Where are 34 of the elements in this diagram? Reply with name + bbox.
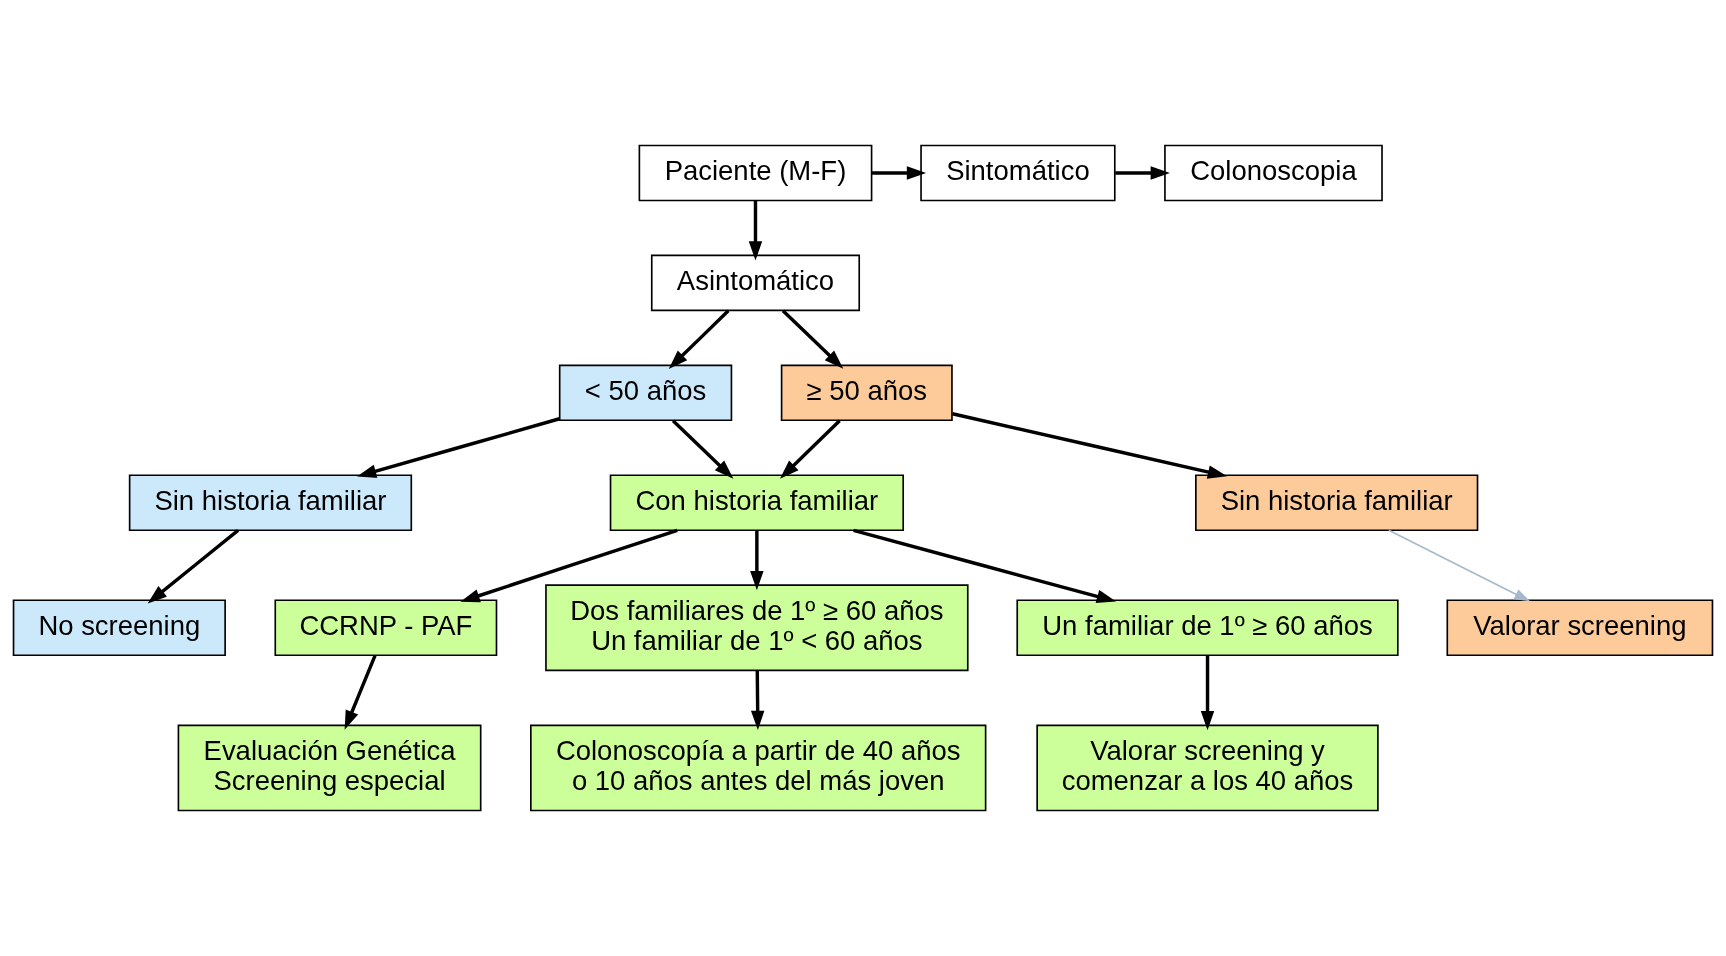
node-box: Asintomático bbox=[650, 254, 861, 312]
node-box: Dos familiares de 1º ≥ 60 años Un familiar de 1º < 60 años bbox=[545, 584, 969, 672]
node-box: Con historia familiar bbox=[609, 474, 904, 532]
arrow bbox=[853, 528, 1116, 604]
node-box: Colonoscopia bbox=[1164, 144, 1383, 202]
arrow bbox=[748, 200, 763, 261]
node-box: Un familiar de 1º ≥ 60 años bbox=[1016, 599, 1399, 657]
node-box: ≥ 50 años bbox=[780, 364, 953, 422]
node-box: Evaluación Genética Screening especial bbox=[177, 724, 482, 812]
arrow bbox=[952, 412, 1228, 479]
node-box: Sin historia familiar bbox=[128, 474, 413, 532]
node-box: Sintomático bbox=[920, 144, 1116, 202]
arrow bbox=[750, 530, 764, 591]
arrow bbox=[668, 309, 730, 369]
arrow bbox=[460, 528, 678, 603]
arrow bbox=[750, 670, 765, 731]
arrow bbox=[1115, 166, 1170, 180]
node-box: Valorar screening bbox=[1446, 599, 1714, 657]
node-box: No screening bbox=[12, 599, 226, 657]
node-box: Paciente (M-F) bbox=[638, 144, 873, 202]
node-box: Sin historia familiar bbox=[1195, 474, 1479, 532]
arrow bbox=[1200, 655, 1215, 731]
node-box: Valorar screening y comenzar a los 40 años bbox=[1036, 724, 1379, 812]
node-box: Colonoscopía a partir de 40 años o 10 años antes del más joven bbox=[530, 724, 987, 812]
arrow bbox=[147, 529, 240, 604]
arrow bbox=[1388, 529, 1531, 602]
node-box: CCRNP - PAF bbox=[274, 599, 498, 657]
arrow bbox=[781, 309, 844, 369]
arrow bbox=[671, 419, 734, 479]
arrow bbox=[357, 417, 560, 478]
arrow bbox=[344, 654, 377, 730]
arrow bbox=[780, 419, 841, 479]
node-box: < 50 años bbox=[558, 364, 733, 422]
arrow bbox=[871, 166, 927, 180]
